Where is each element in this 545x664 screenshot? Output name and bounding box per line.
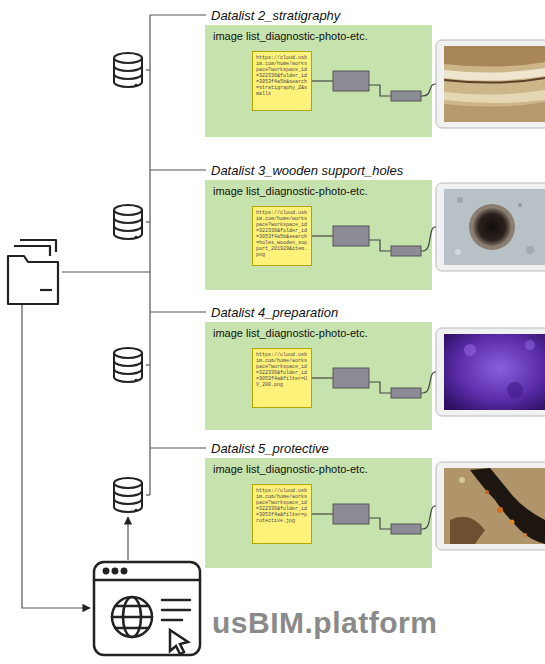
list-heading: image list_diagnostic-photo-etc. (205, 322, 432, 344)
datalist-title: Datalist 5_protective (209, 441, 331, 456)
list-heading: image list_diagnostic-photo-etc. (205, 25, 432, 47)
grey-block (333, 71, 369, 91)
list-heading: image list_diagnostic-photo-etc. (205, 180, 432, 202)
link-line (312, 377, 333, 378)
datalist-panel: Datalist 4_preparationimage list_diagnos… (205, 322, 432, 430)
database-icons (114, 53, 142, 512)
photo-preparation (444, 334, 545, 410)
link-line (369, 382, 391, 393)
list-heading: image list_diagnostic-photo-etc. (205, 458, 432, 480)
url-text: https://cloud.usbim.com/home/workspace?w… (256, 55, 308, 97)
grey-block (333, 368, 369, 388)
link-line (421, 84, 436, 96)
folder-icon (8, 240, 58, 304)
link-line (421, 506, 436, 529)
link-line (421, 227, 436, 251)
link-note: https://cloud.usbim.com/home/workspace?w… (252, 348, 312, 408)
grey-block (391, 91, 421, 101)
datalist-panel: Datalist 5_protectiveimage list_diagnost… (205, 458, 432, 568)
link-line (312, 80, 333, 81)
link-line (421, 372, 436, 393)
photo-stratigraphy (444, 46, 545, 122)
photo-support-hole (444, 189, 545, 265)
grey-block (391, 246, 421, 256)
grey-block (333, 226, 369, 246)
photo-protective (444, 468, 545, 544)
link-note: https://cloud.usbim.com/home/workspace?w… (252, 484, 312, 544)
datalist-title: Datalist 3_wooden support_holes (209, 163, 405, 178)
datalist-panel: Datalist 3_wooden support_holesimage lis… (205, 180, 432, 290)
platform-logo: usBIM.platform (212, 606, 437, 640)
datalist-title: Datalist 2_stratigraphy (209, 8, 342, 23)
datalist-panel: Datalist 2_stratigraphyimage list_diagno… (205, 25, 432, 137)
link-note: https://cloud.usbim.com/home/workspace?w… (252, 206, 312, 266)
link-line (312, 513, 333, 514)
link-line (369, 240, 391, 251)
link-line (369, 85, 391, 96)
grey-block (333, 504, 369, 524)
grey-block (391, 388, 421, 398)
tree-lines (22, 15, 206, 608)
grey-block (391, 524, 421, 534)
url-text: https://cloud.usbim.com/home/workspace?w… (256, 210, 308, 258)
datalist-title: Datalist 4_preparation (209, 305, 340, 320)
link-note: https://cloud.usbim.com/home/workspace?w… (252, 51, 312, 111)
web-icon (94, 562, 200, 655)
link-line (312, 235, 333, 236)
photo-frames (436, 40, 545, 550)
url-text: https://cloud.usbim.com/home/workspace?w… (256, 352, 308, 388)
link-line (369, 518, 391, 529)
url-text: https://cloud.usbim.com/home/workspace?w… (256, 488, 308, 524)
